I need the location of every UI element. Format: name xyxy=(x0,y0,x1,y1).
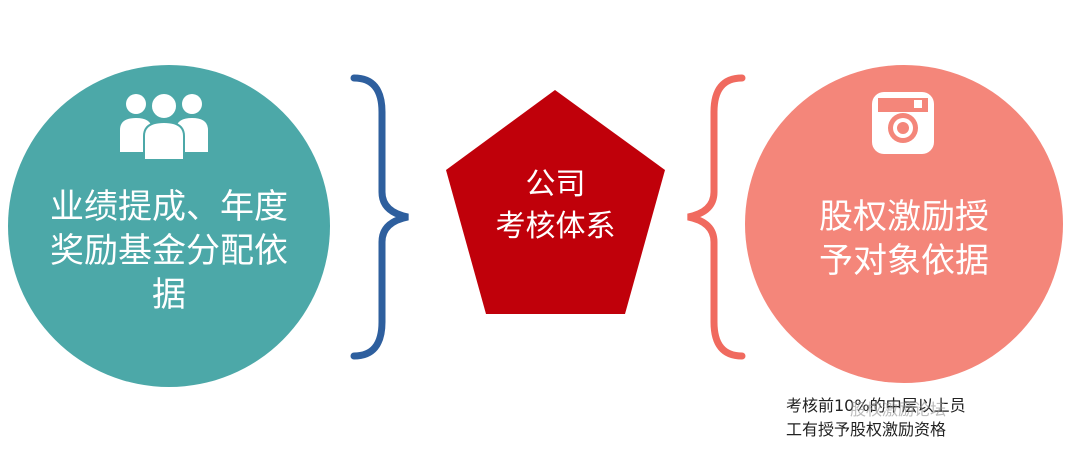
right-brace xyxy=(687,74,746,360)
note-line2: 工有授予股权激励资格 xyxy=(786,420,947,439)
people-group-icon xyxy=(118,90,210,160)
bottom-note: 考核前10%的中层以上员 工有授予股权激励资格 xyxy=(786,394,966,442)
center-title-line1: 公司 xyxy=(525,167,586,202)
left-circle-text: 业绩提成、年度奖励基金分配依据 xyxy=(50,187,288,315)
center-pentagon xyxy=(446,90,665,314)
note-line1: 考核前10%的中层以上员 xyxy=(786,396,966,415)
watermark: 股权激励论坛 xyxy=(850,400,947,419)
right-circle-text: 股权激励授予对象依据 xyxy=(819,197,989,281)
center-title-line2: 考核体系 xyxy=(495,209,616,244)
camera-icon xyxy=(870,90,936,156)
left-brace xyxy=(350,74,409,360)
